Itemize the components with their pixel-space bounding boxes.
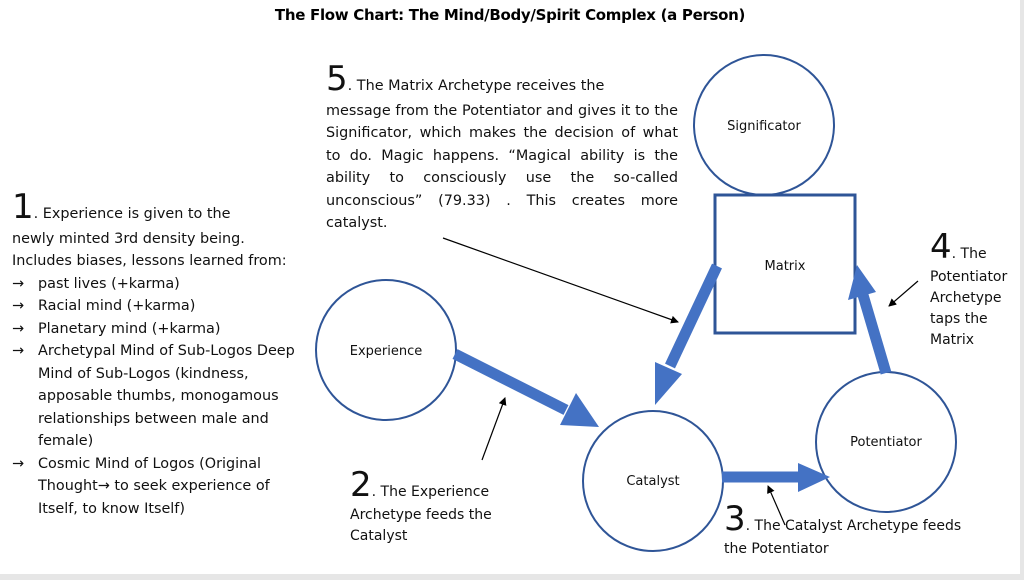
step2-body: Archetype feeds the Catalyst xyxy=(350,507,492,544)
pointer-step5 xyxy=(442,237,679,324)
list-item: →Planetary mind (+karma) xyxy=(12,318,302,341)
step4-body: Potentiator Archetype taps the Matrix xyxy=(930,269,1008,348)
step1-lead: . Experience is given to the xyxy=(33,206,231,222)
step1-list: →past lives (+karma) →Racial mind (+karm… xyxy=(12,273,302,521)
step5-body: message from the Potentiator and gives i… xyxy=(326,102,678,232)
step3-number: 3 xyxy=(724,499,746,539)
experience-label: Experience xyxy=(350,344,423,359)
experience-node xyxy=(315,279,457,421)
catalyst-label: Catalyst xyxy=(626,474,679,489)
note-step2: 2. The Experience Archetype feeds the Ca… xyxy=(350,468,550,547)
arrow-right-icon: → xyxy=(12,343,25,359)
arrow-potentiator-to-matrix xyxy=(848,265,892,375)
step5-number: 5 xyxy=(326,59,348,99)
arrow-catalyst-to-potentiator xyxy=(722,463,830,492)
note-step4: 4. The Potentiator Archetype taps the Ma… xyxy=(930,230,1024,351)
potentiator-label: Potentiator xyxy=(850,435,922,450)
arrow-right-icon: → xyxy=(12,320,25,337)
list-item: →Archetypal Mind of Sub-Logos Deep Mind … xyxy=(12,340,302,453)
pointer-step4 xyxy=(888,280,919,307)
arrow-right-icon: → xyxy=(12,455,25,472)
note-step5: 5. The Matrix Archetype receives the mes… xyxy=(326,62,678,235)
list-item: →past lives (+karma) xyxy=(12,273,302,296)
step3-lead: . The Catalyst Archetype feeds xyxy=(745,518,962,534)
step3-body: the Potentiator xyxy=(724,541,829,557)
note-step3: 3. The Catalyst Archetype feeds the Pote… xyxy=(724,502,1024,560)
matrix-label: Matrix xyxy=(765,259,806,274)
note-step1: 1. Experience is given to the newly mint… xyxy=(12,190,302,520)
arrow-right-icon: → xyxy=(12,298,25,314)
arrow-experience-to-catalyst xyxy=(452,349,599,427)
step2-lead: . The Experience xyxy=(371,484,490,500)
step1-body: newly minted 3rd density being. Includes… xyxy=(12,230,287,270)
step1-number: 1 xyxy=(12,187,34,227)
step4-number: 4 xyxy=(930,227,952,267)
arrow-matrix-to-catalyst xyxy=(655,263,722,405)
list-item: →Cosmic Mind of Logos (Original Thought→… xyxy=(12,453,302,521)
list-item: →Racial mind (+karma) xyxy=(12,295,302,318)
pointer-step2 xyxy=(481,397,507,461)
page-title: The Flow Chart: The Mind/Body/Spirit Com… xyxy=(274,6,746,24)
step4-lead: . The xyxy=(951,246,987,262)
step2-number: 2 xyxy=(350,465,372,505)
pointer-step3 xyxy=(767,485,786,526)
significator-label: Significator xyxy=(727,119,801,134)
arrow-right-icon: → xyxy=(12,275,25,292)
matrix-node xyxy=(713,193,857,335)
step5-lead: . The Matrix Archetype receives the xyxy=(347,78,605,94)
